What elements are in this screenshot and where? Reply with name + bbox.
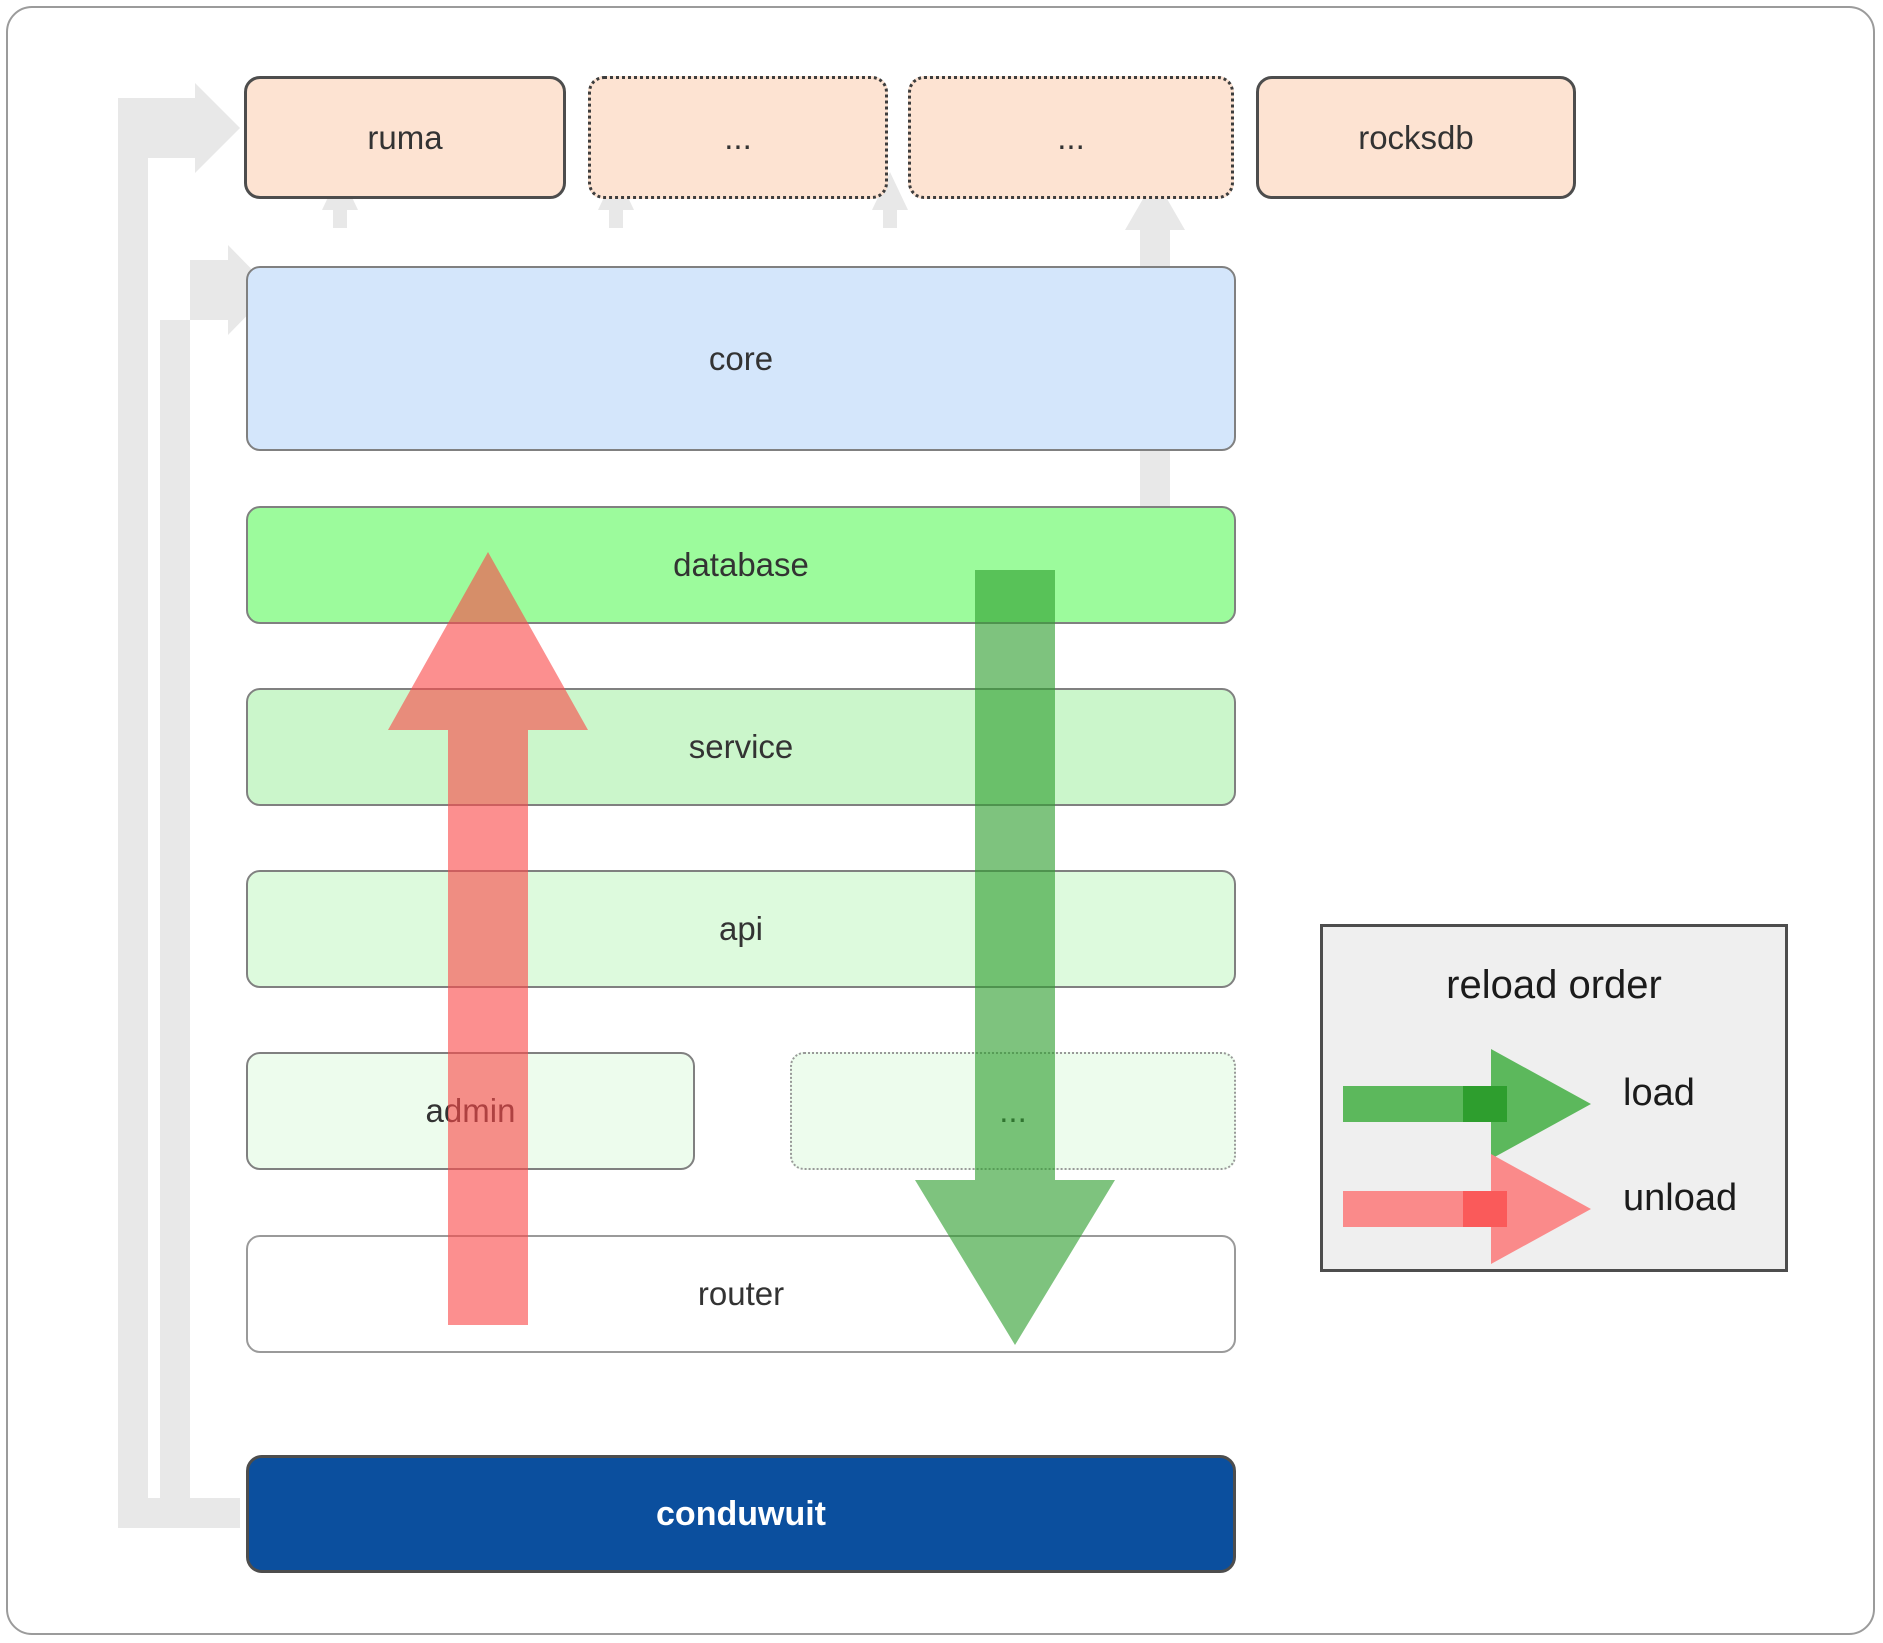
legend-label-load: load [1623,1072,1695,1114]
unload-legend-icon [1343,1154,1591,1264]
legend-row-unload: unload [1323,1154,1785,1264]
load-arrow [915,570,1115,1345]
legend-panel: reload order load unload [1320,924,1788,1272]
dependency-box-more-1[interactable]: ... [588,76,888,199]
legend-row-load: load [1323,1049,1785,1159]
unload-arrow [388,552,588,1325]
load-legend-icon [1343,1049,1591,1159]
layer-box-core[interactable]: core [246,266,1236,451]
legend-title: reload order [1446,963,1662,1007]
layer-box-router[interactable]: router [246,1235,1236,1353]
legend-label-unload: unload [1623,1177,1738,1219]
